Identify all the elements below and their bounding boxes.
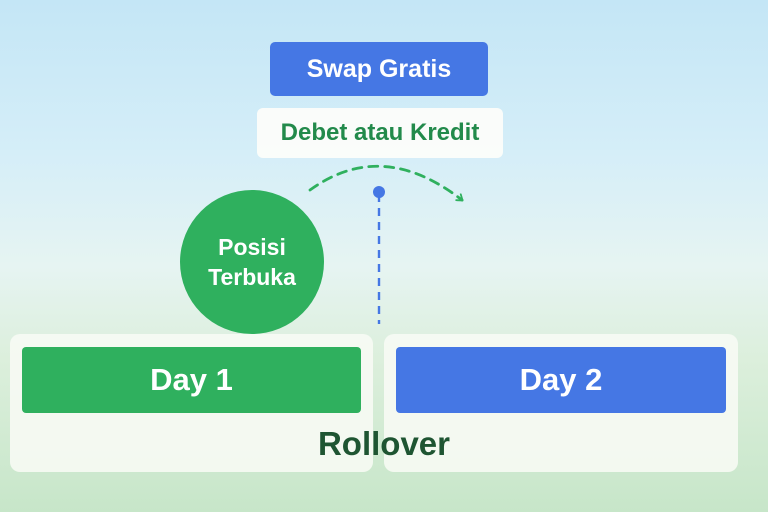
swap-gratis-label: Swap Gratis xyxy=(270,42,488,96)
circle-label-line1: Posisi xyxy=(218,234,286,260)
day2-box: Day 2 xyxy=(396,347,726,413)
rollover-label: Rollover xyxy=(317,425,451,462)
circle-label-line2: Terbuka xyxy=(208,264,296,290)
rollover-arrow xyxy=(308,164,462,202)
debet-kredit-label: Debet atau Kredit xyxy=(257,108,503,158)
rollover-point xyxy=(373,186,385,198)
open-position-circle: Posisi Terbuka xyxy=(180,190,324,334)
day1-box: Day 1 xyxy=(22,347,361,413)
